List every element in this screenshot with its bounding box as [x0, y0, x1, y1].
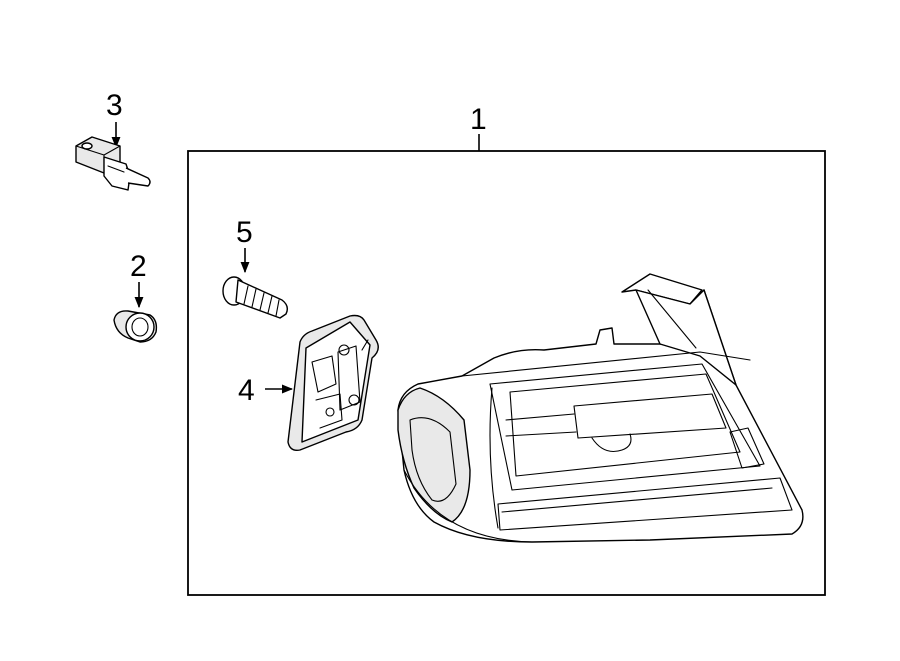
part-4-bulb-socket-plate — [287, 314, 379, 452]
callout-3-label: 3 — [106, 89, 123, 122]
callout-1-label: 1 — [470, 103, 487, 136]
part-1-tail-lamp-assembly — [397, 273, 804, 543]
assembly-frame — [187, 150, 826, 596]
part-5-screw — [222, 276, 289, 319]
callout-4-label: 4 — [238, 374, 255, 407]
part-2-grommet — [113, 310, 158, 343]
callout-3: 3 — [106, 89, 123, 149]
callout-5-label: 5 — [236, 216, 253, 249]
part-3-bulb-socket — [75, 136, 151, 191]
callout-2: 2 — [130, 250, 147, 309]
callout-5: 5 — [236, 216, 253, 274]
callout-1: 1 — [470, 103, 487, 151]
callout-4: 4 — [238, 374, 294, 407]
callout-2-label: 2 — [130, 250, 147, 283]
